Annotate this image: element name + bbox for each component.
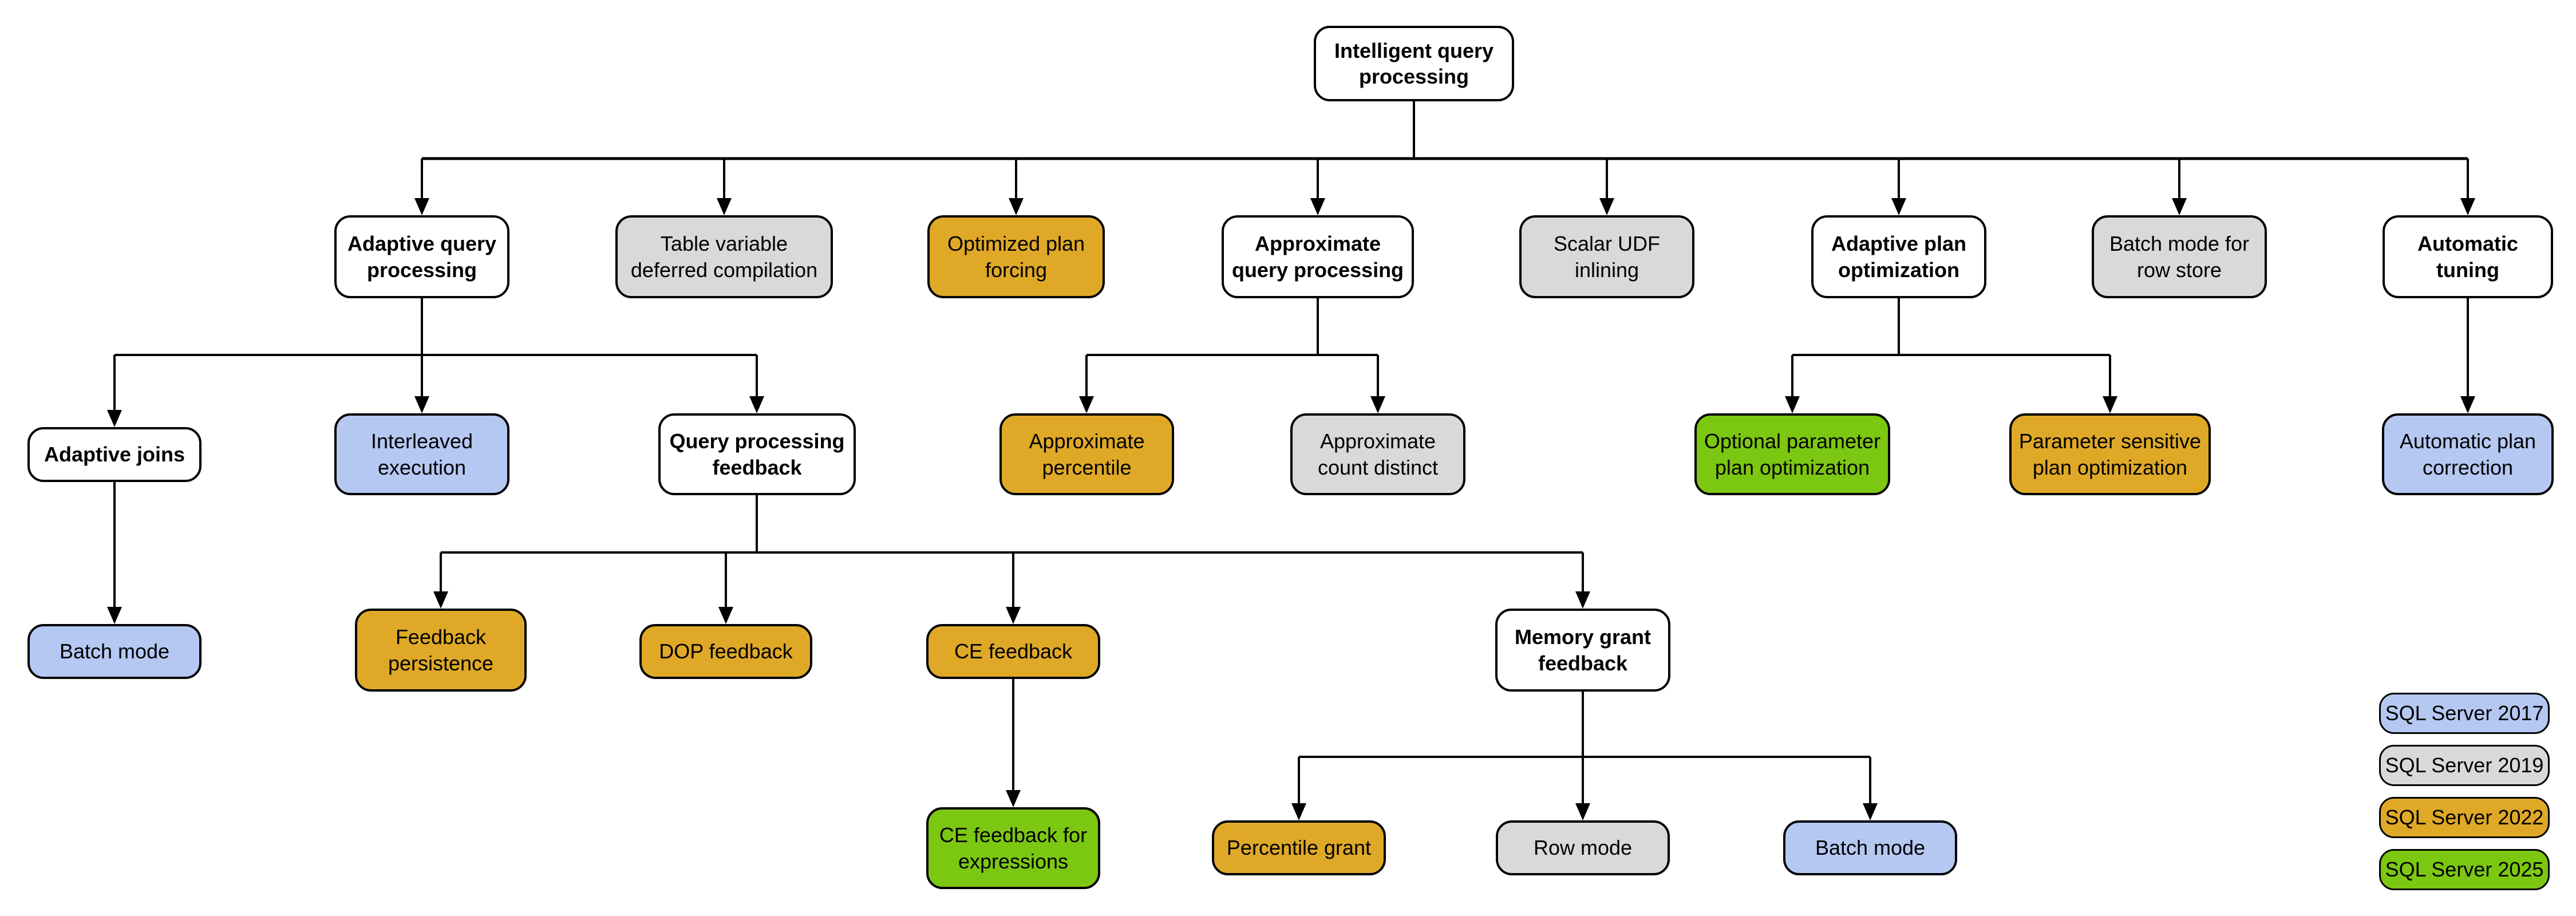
- node-adaptive-joins: Adaptive joins: [27, 427, 202, 482]
- node-dop-feedback: DOP feedback: [639, 624, 812, 679]
- connector-edges: [113, 101, 2469, 807]
- node-ce-feedback: CE feedback: [926, 624, 1100, 679]
- node-percentile-grant: Percentile grant: [1212, 820, 1386, 875]
- legend-item-sql-server-2025: SQL Server 2025: [2379, 849, 2550, 890]
- node-row-mode: Row mode: [1496, 820, 1670, 875]
- node-batch-mode-memory-grant: Batch mode: [1783, 820, 1957, 875]
- legend-item-sql-server-2017: SQL Server 2017: [2379, 693, 2550, 734]
- node-batch-mode-adaptive-joins: Batch mode: [27, 624, 202, 679]
- legend-item-sql-server-2022: SQL Server 2022: [2379, 797, 2550, 838]
- connector-arrowheads: [107, 198, 2475, 820]
- legend-item-sql-server-2019: SQL Server 2019: [2379, 745, 2550, 786]
